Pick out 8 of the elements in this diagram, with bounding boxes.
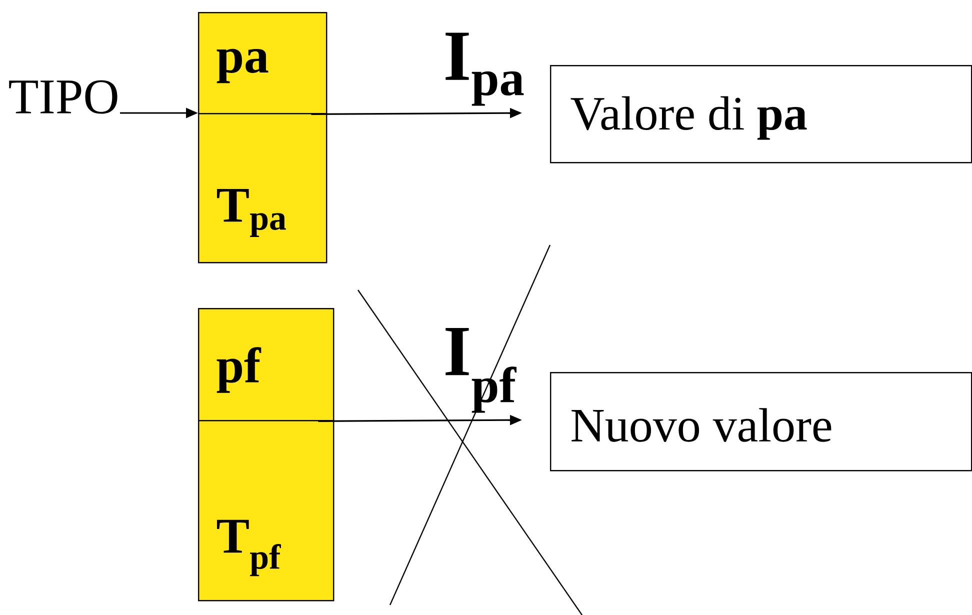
value-box: Valore di pa bbox=[550, 65, 972, 164]
edge-label: I$_{pa}$ bbox=[446, 32, 524, 106]
type-label: TIPO bbox=[9, 80, 118, 114]
memory-cell: pf bbox=[198, 308, 334, 422]
memory-cell: T$_{pf}$ bbox=[198, 420, 334, 602]
memory-cell: T$_{pa}$ bbox=[198, 113, 328, 264]
memory-cell: pa bbox=[198, 12, 328, 114]
value-box: Nuovo valore bbox=[550, 372, 972, 472]
